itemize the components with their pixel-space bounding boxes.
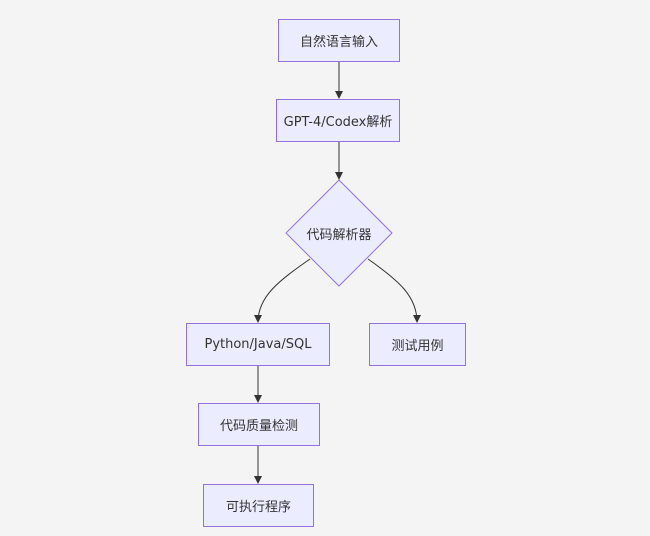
node-gpt-codex-parse: GPT-4/Codex解析 xyxy=(276,99,400,142)
node-executable-program: 可执行程序 xyxy=(203,484,314,527)
node-natural-language-input: 自然语言输入 xyxy=(278,19,400,62)
node-test-cases: 测试用例 xyxy=(369,323,466,366)
edge-parser-to-tests xyxy=(367,258,421,323)
parser-decision-shape xyxy=(285,179,393,287)
node-code-parser-label: 代码解析器 xyxy=(306,227,372,243)
edge-parser-to-langs xyxy=(254,258,311,323)
node-python-java-sql: Python/Java/SQL xyxy=(186,323,330,366)
node-code-quality-check: 代码质量检测 xyxy=(198,403,320,446)
